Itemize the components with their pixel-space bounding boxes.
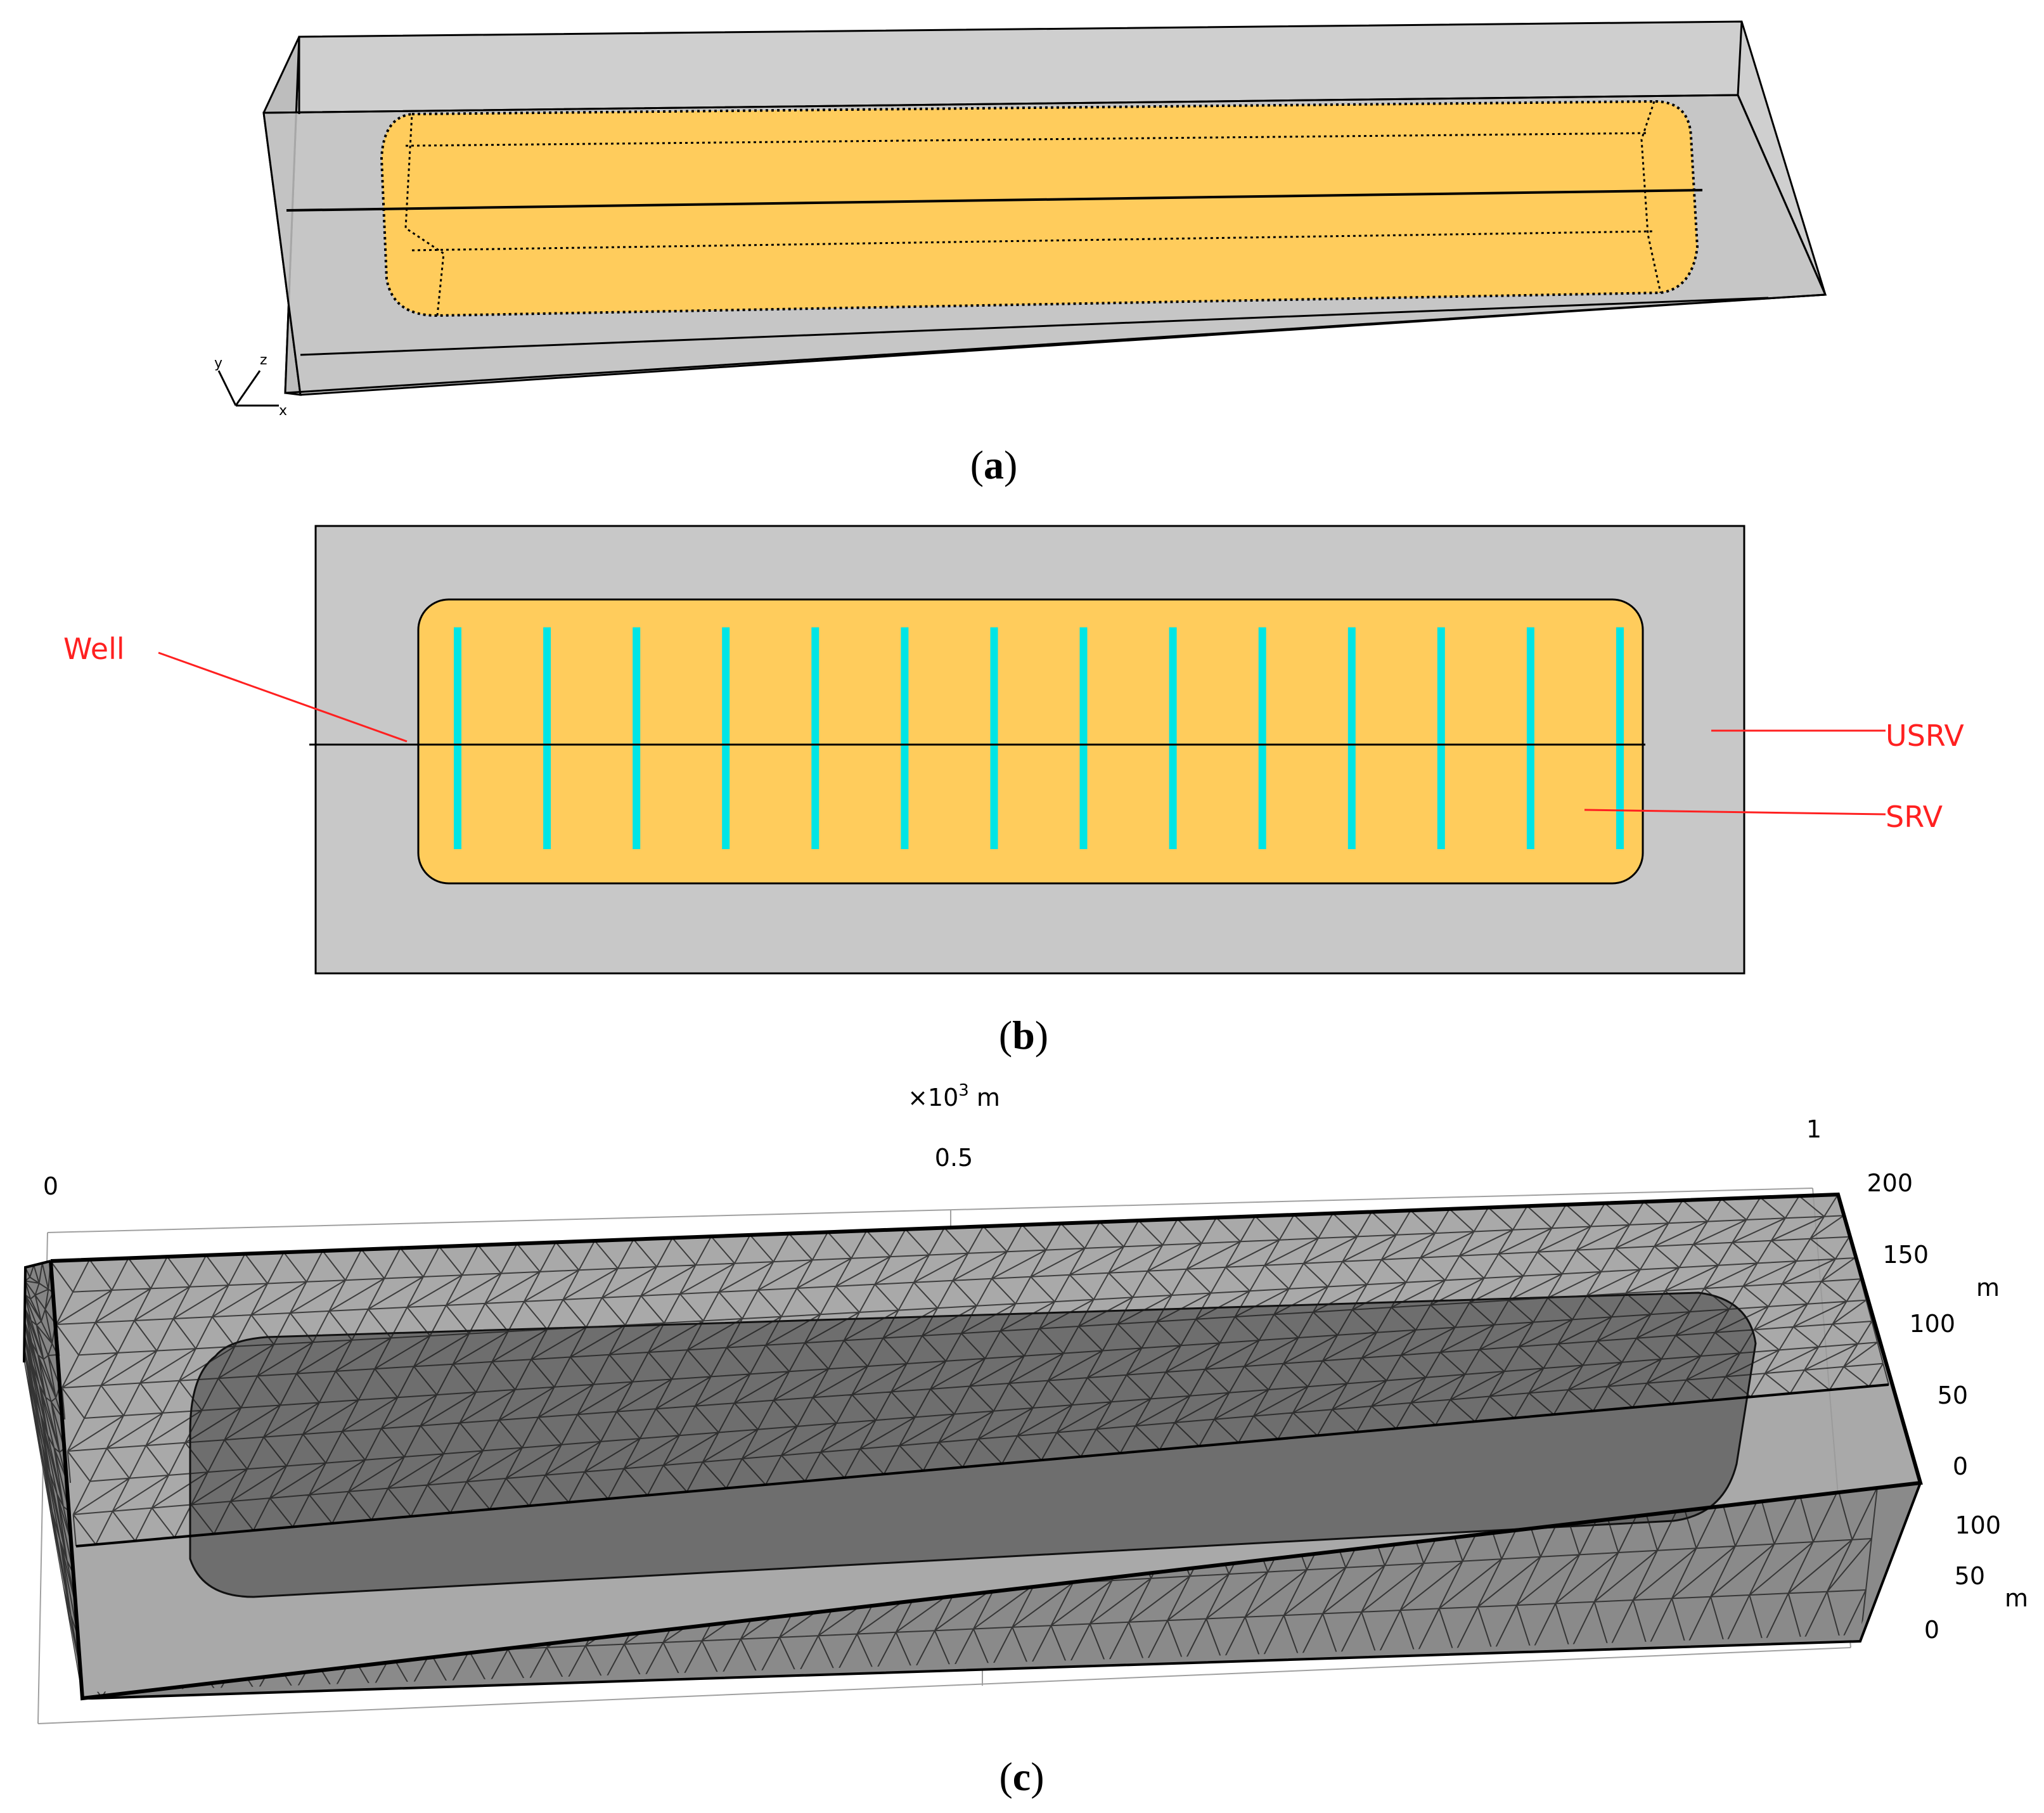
fracture-4 [722, 627, 730, 849]
axis-z-tick-1: 150 [1882, 1241, 1929, 1269]
srv-rect [417, 598, 1644, 885]
fracture-5 [811, 627, 820, 849]
fracture-13 [1526, 627, 1534, 849]
srv-edge-dotted-1 [405, 132, 1649, 147]
srv-edge-dotted-4 [1640, 101, 1662, 293]
fracture-3 [633, 627, 641, 849]
box-mid-bottom-edge [300, 297, 1769, 356]
fracture-2 [543, 627, 551, 849]
box-back-bottom-edge [285, 293, 1826, 394]
box-inner-edge-2 [1737, 21, 1743, 96]
fracture-8 [1079, 627, 1088, 849]
well-label: Well [63, 632, 125, 666]
axis-z-tick-4: 0 [1953, 1452, 1968, 1480]
axis-x-tick-0: 0 [43, 1172, 58, 1200]
fracture-14 [1616, 627, 1624, 849]
panel-b-plan-view: Well USRV SRV [63, 525, 1964, 975]
axis-triad: x y z [214, 352, 287, 419]
axis-y-tick-1: 50 [1955, 1562, 1985, 1590]
axis-y-unit: m [2005, 1584, 2028, 1612]
axis-triad-y-label: y [214, 356, 222, 371]
well-line-a [286, 189, 1703, 212]
well-pointer-line [158, 651, 408, 743]
caption-b: (b) [999, 1013, 1048, 1058]
fracture-group [454, 627, 1624, 849]
axis-z-unit: m [1976, 1274, 2000, 1302]
fracture-7 [990, 627, 998, 849]
panel-c-mesh [23, 1188, 1923, 1724]
srv-label: SRV [1886, 800, 1943, 834]
axis-x-labels: ×103 m 0 0.5 1 [43, 1081, 1822, 1200]
axis-z-tick-3: 50 [1938, 1381, 1968, 1409]
axis-y-tick-2: 0 [1924, 1616, 1939, 1644]
fracture-9 [1169, 627, 1177, 849]
axis-triad-z-label: z [260, 352, 267, 368]
mesh-box-outline-3 [23, 1260, 51, 1363]
mesh-mid-edge [75, 1383, 1889, 1547]
axis-y-labels: 100 50 0 m [1924, 1511, 2028, 1644]
axis-y-tick-0: 100 [1955, 1511, 2001, 1539]
axis-x-scale: ×103 m [908, 1081, 1000, 1112]
srv-prism [380, 99, 1699, 317]
axis-z-tick-2: 100 [1909, 1310, 1955, 1338]
axis-x-tick-2: 1 [1806, 1115, 1822, 1143]
fracture-12 [1437, 627, 1445, 849]
fracture-1 [454, 627, 461, 849]
panel-a-3d-box [262, 20, 1827, 396]
caption-c: (c) [999, 1754, 1044, 1799]
caption-a: (a) [970, 442, 1018, 487]
axis-z-tick-0: 200 [1867, 1169, 1913, 1197]
axis-x-tick-1: 0.5 [935, 1144, 973, 1172]
srv-pointer-line [1584, 809, 1886, 816]
axis-z-labels: 200 150 100 50 0 m [1867, 1169, 2000, 1480]
usrv-label: USRV [1886, 719, 1964, 753]
fracture-11 [1347, 627, 1356, 849]
srv-edge-dotted-2 [411, 230, 1655, 252]
fracture-10 [1258, 627, 1266, 849]
mesh-box-outline-2 [82, 1482, 1922, 1700]
fracture-6 [901, 627, 909, 849]
axis-triad-x-label: x [279, 403, 287, 419]
